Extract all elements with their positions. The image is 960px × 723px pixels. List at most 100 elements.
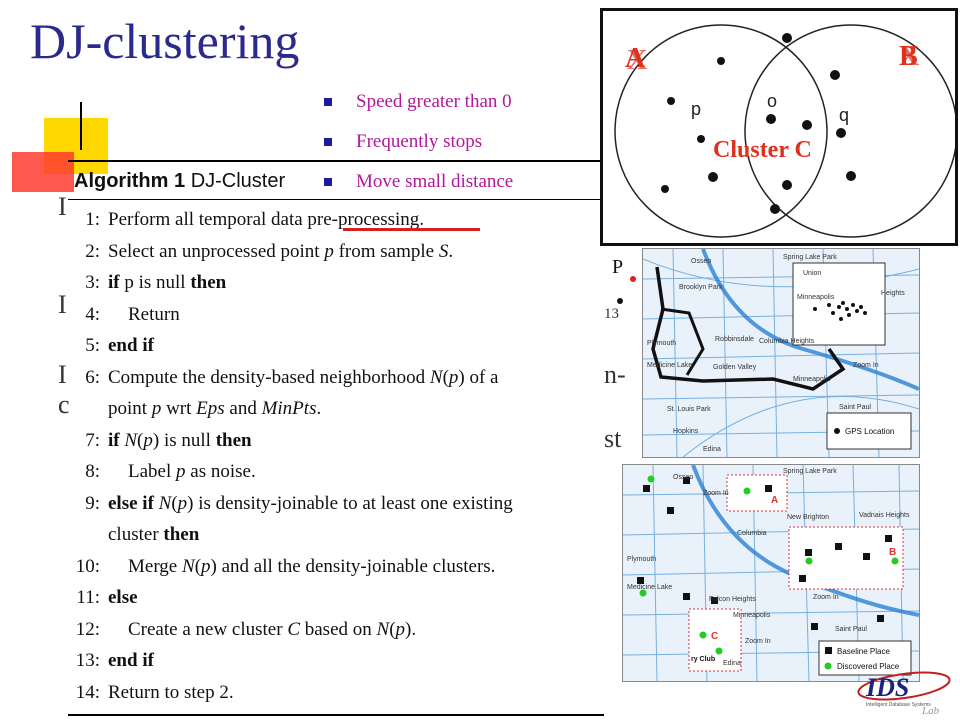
map2-label: Osseo xyxy=(673,474,693,481)
line-text: Merge N(p) and all the density-joinable … xyxy=(108,551,495,583)
algorithm-lines: 1: Perform all temporal data pre-processi… xyxy=(68,200,604,708)
algorithm-line: 2:Select an unprocessed point p from sam… xyxy=(68,236,604,268)
algorithm-line: point p wrt Eps and MinPts. xyxy=(68,393,604,425)
keyword: then xyxy=(190,272,227,293)
map2-label: New Brighton xyxy=(787,514,829,521)
text-fragment: p xyxy=(151,398,162,419)
map1-label: Union xyxy=(803,270,821,277)
line-text: end if xyxy=(108,330,154,362)
map2-label: Vadnais Heights xyxy=(859,512,910,519)
map2-legend-discovered: Discovered Place xyxy=(837,662,900,671)
text-fragment: and xyxy=(224,398,262,419)
zoom-box-c xyxy=(688,608,742,672)
gps-trace-map: Osseo Spring Lake Park Brooklyn Park Uni… xyxy=(642,248,920,458)
line-number: 2: xyxy=(85,240,100,262)
point-p-label: p xyxy=(691,99,701,119)
text-fragment: cluster xyxy=(108,524,164,545)
baseline-place-markers xyxy=(637,477,892,630)
keyword: end if xyxy=(108,650,154,671)
text-fragment: p xyxy=(143,429,153,451)
left-circle xyxy=(614,24,828,238)
map1-legend-label: GPS Location xyxy=(845,427,894,436)
cluster-venn-diagram: X A X B p o q Cluster C xyxy=(600,8,958,246)
map2-label: Plymouth xyxy=(627,556,656,563)
line-number: 14: xyxy=(75,681,100,703)
text-fragment: ( xyxy=(389,618,396,640)
bullet-item: Speed greater than 0 xyxy=(324,82,513,122)
bullet-square-icon xyxy=(324,98,332,106)
point-o-label: o xyxy=(767,91,777,111)
map2-mark-a: A xyxy=(771,495,778,506)
text-fragment: point xyxy=(108,398,152,419)
text-fragment: ( xyxy=(137,429,144,451)
map1-label: Plymouth xyxy=(647,340,676,347)
venn-svg: X A X B p o q Cluster C xyxy=(614,24,958,238)
map2-legend xyxy=(818,640,912,676)
gps-trace-branch xyxy=(660,307,705,376)
line-text: Compute the density-based neighborhood N… xyxy=(108,362,499,394)
map1-label: Zoom In xyxy=(853,362,879,369)
text-fragment: Perform all temporal data pre-processing… xyxy=(108,209,425,230)
line-number: 9: xyxy=(85,492,100,514)
svg-text:Lab: Lab xyxy=(921,705,940,717)
text-fragment: N xyxy=(429,366,443,388)
discovered-legend-icon xyxy=(824,662,832,670)
svg-text:Intelligent Database Systems: Intelligent Database Systems xyxy=(866,702,931,708)
keyword: else xyxy=(108,587,138,608)
map1-label: Medicine Lake xyxy=(647,362,692,369)
decorative-red-square xyxy=(12,152,74,192)
keyword: then xyxy=(163,524,200,545)
map1-label: Brooklyn Park xyxy=(679,284,723,291)
line-number: 11: xyxy=(76,587,100,608)
map1-label: Osseo xyxy=(691,258,711,265)
label-b-overlay: X xyxy=(899,41,919,72)
map1-label: Edina xyxy=(703,446,721,453)
bullet-square-icon xyxy=(324,138,332,146)
algorithm-line: 6: Compute the density-based neighborhood… xyxy=(68,362,604,394)
line-number: 10: xyxy=(75,555,100,577)
algorithm-line: 8:Label p as noise. xyxy=(68,456,604,488)
text-fragment: ( xyxy=(442,366,449,388)
line-number: 6: xyxy=(85,366,100,388)
text-fragment: p is null xyxy=(119,272,191,293)
algorithm-line: 14: Return to step 2. xyxy=(68,677,604,709)
line-number: 1: xyxy=(85,209,100,230)
map2-mark-b: B xyxy=(889,547,896,558)
pre-processing-underline xyxy=(343,228,480,231)
text-fragment: p xyxy=(324,240,334,262)
line-number: 4: xyxy=(85,303,100,325)
text-fragment: Return xyxy=(128,303,180,325)
line-text: Create a new cluster C based on N(p). xyxy=(108,614,416,646)
line-number xyxy=(68,519,100,551)
algorithm-name: DJ-Cluster xyxy=(190,170,286,192)
text-fragment: Merge xyxy=(128,555,182,577)
text-fragment: ) is null xyxy=(152,429,216,451)
algorithm-line: 12:Create a new cluster C based on N(p). xyxy=(68,614,604,646)
bullet-square-icon xyxy=(324,178,332,186)
text-fragment: S xyxy=(438,240,449,262)
line-text: Return xyxy=(108,299,180,331)
keyword: if xyxy=(108,272,120,293)
map1-label: Minneapolis xyxy=(793,376,831,383)
line-text: cluster then xyxy=(108,519,199,551)
map2-legend-baseline: Baseline Place xyxy=(837,647,890,656)
text-fragment: Return to step 2. xyxy=(108,681,234,703)
map1-label: Columbia Heights xyxy=(759,338,815,345)
logo-svg: IDS Intelligent Database Systems Lab xyxy=(857,671,951,717)
label-a: A xyxy=(625,43,646,74)
text-fragment: Compute the density-based neighborhood xyxy=(108,366,430,388)
algorithm-number: Algorithm 1 xyxy=(74,170,186,192)
discovered-place-markers xyxy=(639,475,899,655)
line-text: if N(p) is null then xyxy=(108,425,252,457)
text-fragment: wrt xyxy=(161,398,197,419)
map2-label: Edina xyxy=(723,660,741,667)
line-number: 3: xyxy=(85,272,100,293)
text-fragment: N xyxy=(182,555,195,577)
map1-label: Spring Lake Park xyxy=(783,254,837,261)
algorithm-line: cluster then xyxy=(68,519,604,551)
bullet-item: Frequently stops xyxy=(324,122,513,162)
map2-mark-c: C xyxy=(711,631,718,642)
map1-label: Heights xyxy=(881,290,905,297)
map1-label: Golden Valley xyxy=(713,364,757,371)
places-map: A B C Osseo Spring Lake Park Zoom In New… xyxy=(622,464,920,682)
